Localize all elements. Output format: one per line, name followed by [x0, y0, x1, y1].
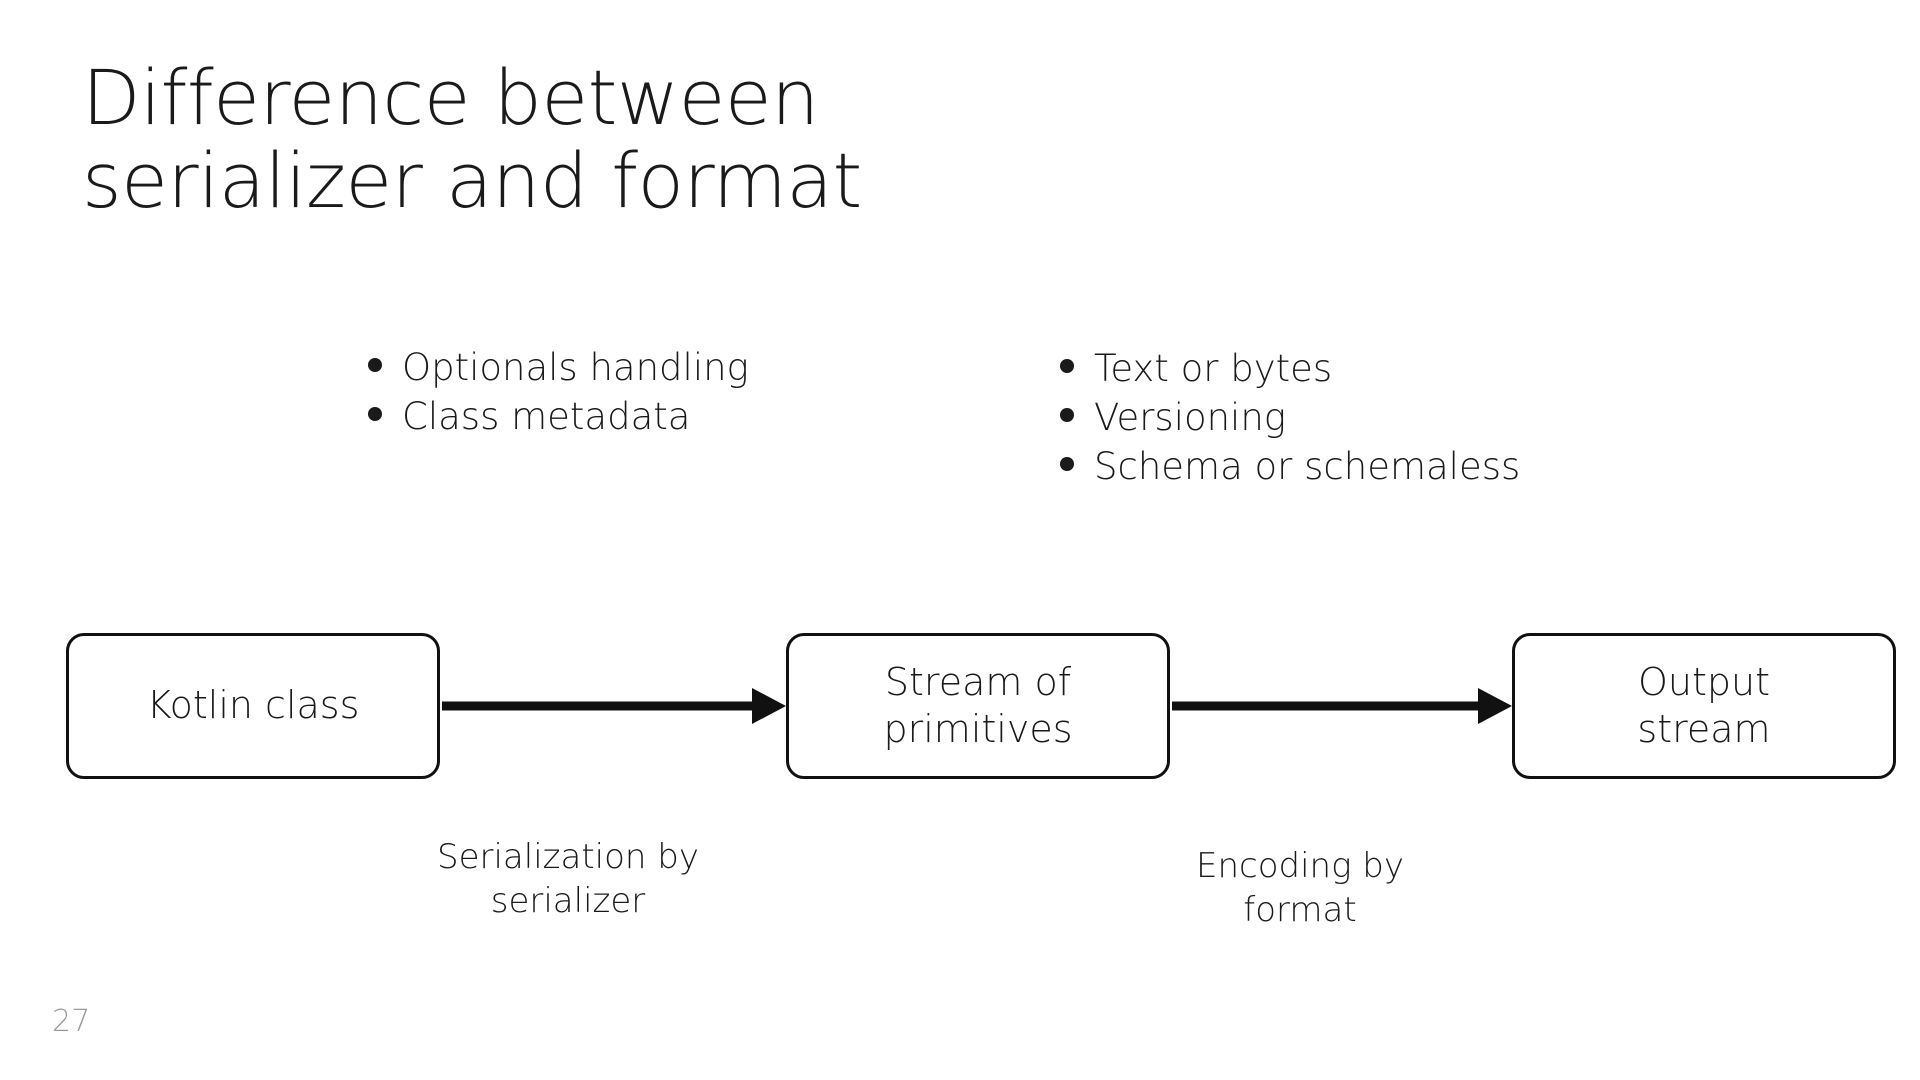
page-number: 27	[52, 1004, 91, 1039]
bullet-label: Versioning	[1094, 395, 1286, 439]
bullet-dot-icon	[368, 406, 382, 421]
flow-arrow-encoding	[1172, 688, 1512, 724]
page-title: Difference between serializer and format	[82, 52, 862, 225]
bullet-list-format-concerns: Text or bytes Versioning Schema or schem…	[1060, 345, 1520, 491]
bullet-dot-icon	[1060, 456, 1074, 471]
bullet-label: Schema or schemaless	[1094, 444, 1521, 488]
bullet-list-serializer-concerns: Optionals handling Class metadata	[368, 344, 749, 442]
flow-edge-label-encoding: Encoding by format	[1195, 846, 1405, 930]
bullet-dot-icon	[368, 358, 382, 372]
flow-node-stream-of-primitives: Stream of primitives	[786, 633, 1170, 779]
list-item: Schema or schemaless	[1060, 443, 1520, 492]
bullet-label: Class metadata	[402, 394, 691, 438]
flow-node-kotlin-class: Kotlin class	[66, 633, 440, 779]
bullet-label: Text or bytes	[1094, 347, 1333, 390]
bullet-dot-icon	[1060, 407, 1074, 422]
flow-node-output-stream: Output stream	[1512, 633, 1896, 779]
flow-arrow-serialization	[442, 688, 786, 724]
bullet-label: Optionals handling	[402, 346, 749, 389]
list-item: Versioning	[1060, 394, 1520, 443]
list-item: Class metadata	[368, 393, 749, 442]
flow-edge-label-serialization: Serialization by serializer	[437, 837, 699, 921]
list-item: Text or bytes	[1060, 345, 1520, 394]
list-item: Optionals handling	[368, 344, 749, 393]
bullet-dot-icon	[1060, 359, 1074, 373]
